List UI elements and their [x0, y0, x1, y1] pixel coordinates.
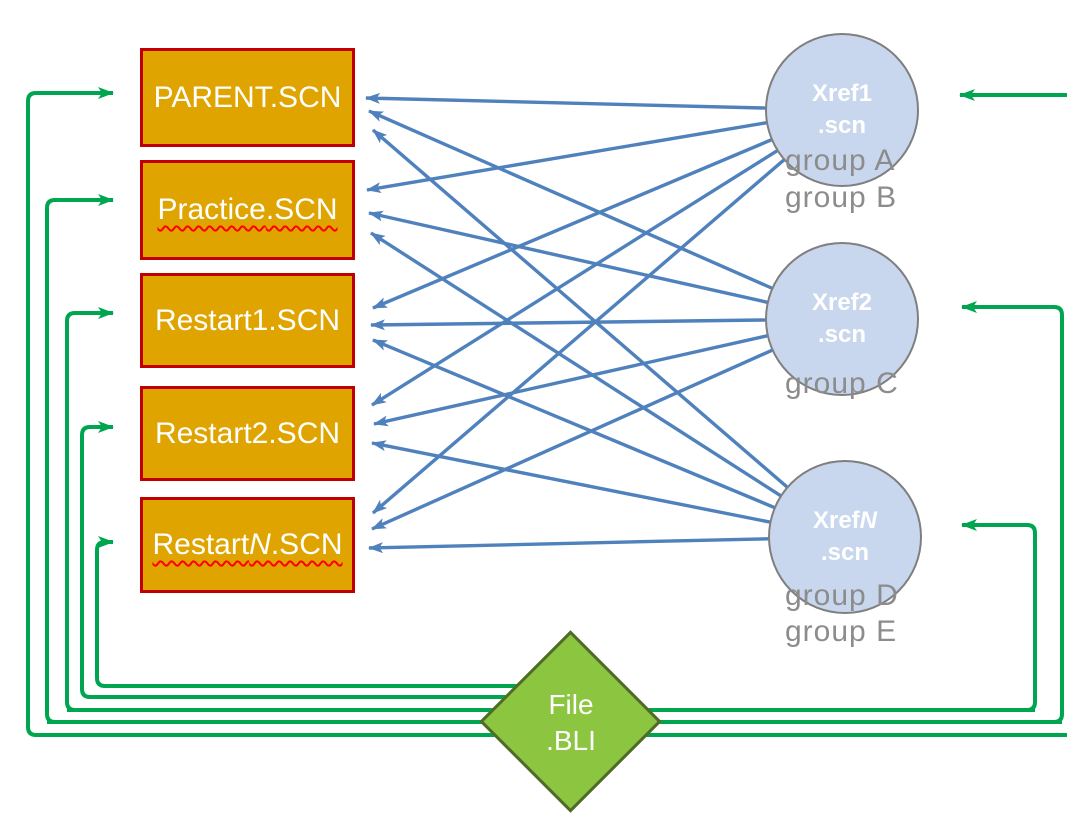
- bli-connector-to-restartn: [95, 536, 560, 688]
- bli-connectors: [26, 87, 1067, 737]
- xref-circle-n-ext: .scn: [820, 539, 870, 566]
- link-xref1-practice: [366, 108, 843, 194]
- link-xrefn-restart2: [371, 440, 846, 539]
- xref-circle-2-name: Xref2: [811, 289, 873, 316]
- bli-connector-to-xrefn: [67, 519, 1037, 712]
- group-label-a: group A: [785, 144, 896, 177]
- link-xref2-restart1: [370, 317, 843, 331]
- scn-box-restartn: RestartN.SCN: [140, 497, 355, 593]
- link-xrefn-practice: [370, 231, 846, 539]
- scn-box-restartn-label: RestartN.SCN: [152, 528, 343, 561]
- scn-box-practice: Practice.SCN: [140, 160, 355, 260]
- link-xrefn-restart1: [372, 338, 846, 539]
- xref-circle-1-name: Xref1: [811, 80, 873, 107]
- scn-box-parent: PARENT.SCN: [140, 48, 355, 147]
- bli-diamond-label: File .BLI: [511, 687, 631, 759]
- scn-box-restart1-label: Restart1.SCN: [154, 303, 341, 337]
- group-label-b: group B: [785, 181, 898, 214]
- link-xref2-practice: [368, 210, 843, 321]
- bli-connector-to-restart2: [80, 421, 548, 699]
- link-xrefn-restartn: [368, 535, 846, 554]
- group-label-c: group C: [785, 367, 899, 400]
- link-xref2-restartn: [371, 317, 843, 531]
- group-label-d: group D: [785, 579, 899, 612]
- xref-links: [365, 92, 847, 554]
- link-xref1-restart1: [372, 108, 843, 310]
- xref-circle-n-name: XrefN: [812, 507, 878, 534]
- bli-file-name: File: [548, 689, 594, 720]
- scn-box-restart2-label: Restart2.SCN: [154, 416, 341, 450]
- group-label-e: group E: [785, 615, 898, 648]
- link-xref2-restart2: [373, 317, 843, 427]
- xref-circle-n: XrefN .scn: [768, 460, 922, 614]
- xref-circle-1: Xref1 .scn: [765, 33, 919, 187]
- link-xref1-restart2: [371, 108, 843, 407]
- scn-box-practice-label: Practice.SCN: [157, 193, 338, 226]
- xref-circle-1-ext: .scn: [817, 112, 867, 139]
- xref-circle-2-ext: .scn: [817, 321, 867, 348]
- link-xrefn-parent: [371, 128, 847, 539]
- link-xref1-parent: [365, 92, 843, 112]
- link-xref1-restartn: [371, 108, 844, 515]
- scn-box-parent-label: PARENT.SCN: [153, 80, 342, 114]
- link-xref2-parent: [368, 109, 843, 321]
- bli-connector-to-parent: [26, 87, 1067, 737]
- scn-box-restart2: Restart2.SCN: [140, 386, 355, 481]
- scn-box-restart1: Restart1.SCN: [140, 273, 355, 368]
- bli-connector-to-xref2: [47, 301, 1064, 724]
- bli-file-ext: .BLI: [546, 725, 596, 756]
- xref-circle-2: Xref2 .scn: [765, 242, 919, 396]
